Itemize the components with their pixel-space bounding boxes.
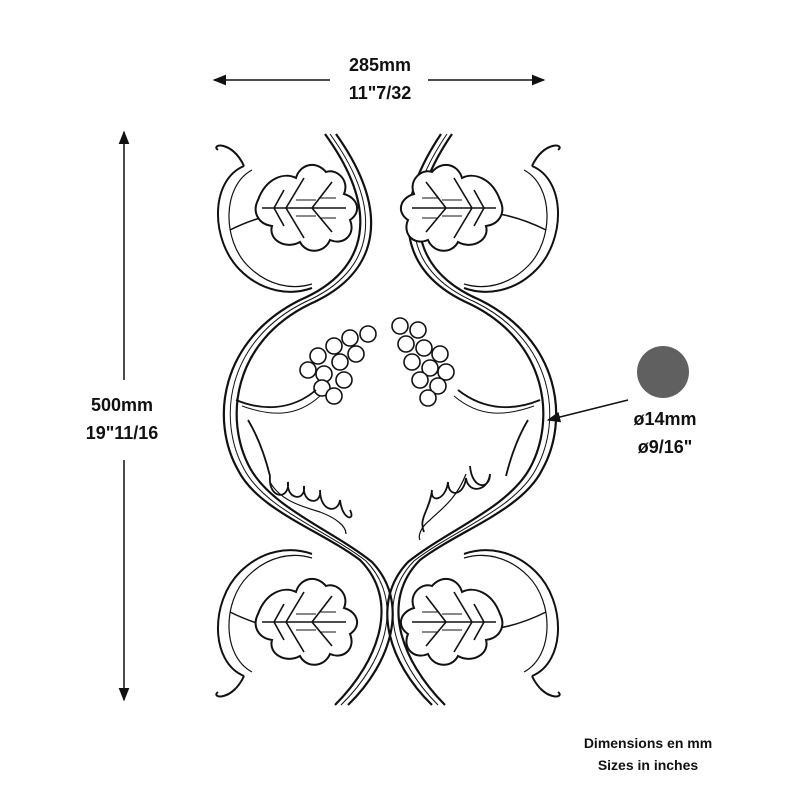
main-scroll-bars — [222, 133, 558, 706]
height-mm-label: 500mm — [90, 395, 154, 415]
units-note-metric: Dimensions en mm — [583, 735, 713, 751]
grape-cluster-right — [391, 317, 455, 407]
width-mm-label: 285mm — [348, 55, 412, 75]
callout-arrow — [546, 399, 629, 423]
bar-cross-section — [637, 346, 689, 398]
leaf-bottom-right — [399, 577, 504, 666]
bar-section-callout — [546, 346, 689, 423]
leaf-bottom-left — [254, 577, 359, 666]
units-note-imperial: Sizes in inches — [597, 757, 699, 773]
vine-tendrils — [235, 389, 541, 541]
width-inch-label: 11"7/32 — [348, 83, 412, 103]
bar-diameter-inch-label: ø9/16" — [637, 437, 693, 457]
height-inch-label: 19"11/16 — [85, 423, 159, 443]
grape-cluster-left — [299, 325, 377, 405]
leaf-top-left — [254, 163, 359, 252]
leaf-top-right — [399, 163, 504, 252]
bar-diameter-mm-label: ø14mm — [633, 409, 697, 429]
